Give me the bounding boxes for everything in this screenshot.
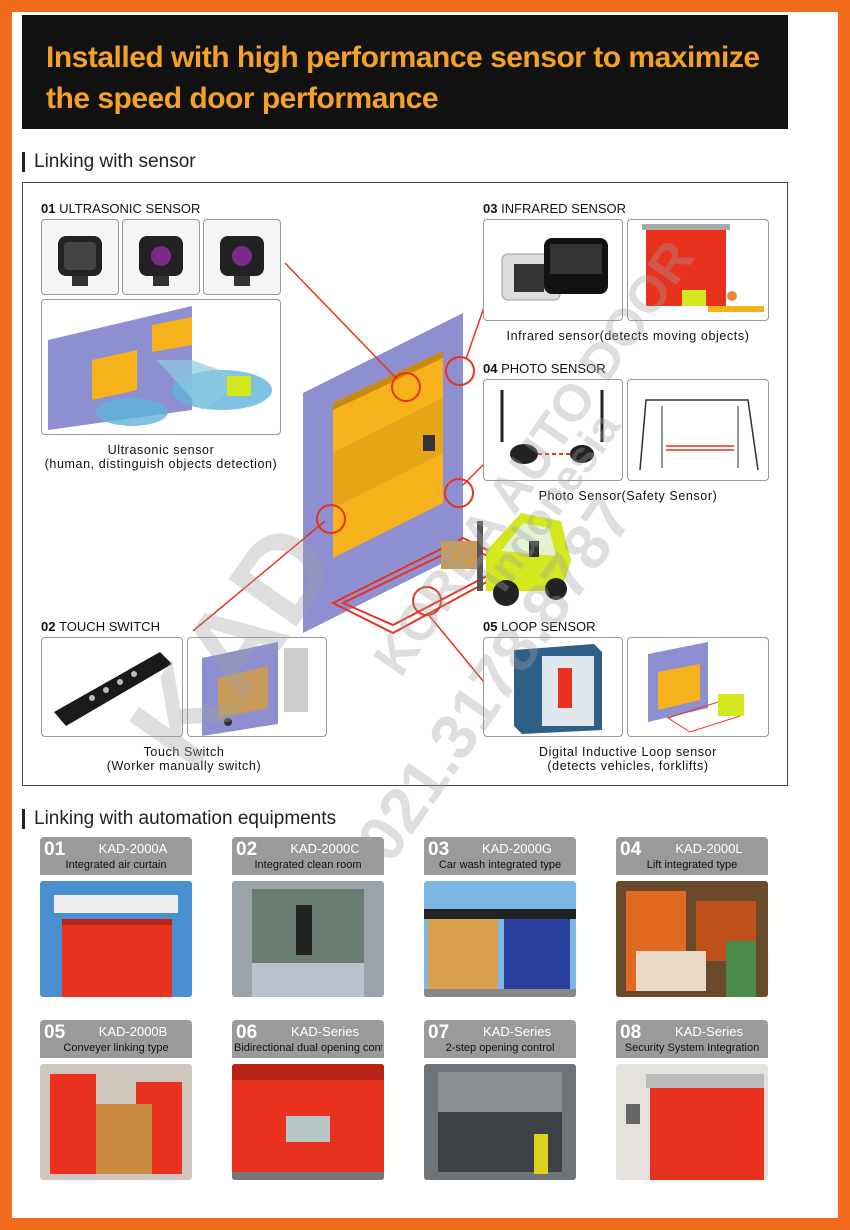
equip-card-02: 02 KAD-2000C Integrated clean room bbox=[232, 837, 384, 997]
ultrasonic-sensor-photo-2 bbox=[122, 219, 200, 295]
brochure-page: Installed with high performance sensor t… bbox=[12, 12, 838, 1218]
photo-sensor-photo bbox=[483, 379, 623, 481]
sensor-04-label: 04 PHOTO SENSOR bbox=[483, 361, 606, 376]
sensor-05-caption: Digital Inductive Loop sensor(detects ve… bbox=[539, 745, 717, 773]
photo-sensor-scene bbox=[627, 379, 769, 481]
equip-card-07: 07 KAD-Series 2-step opening control bbox=[424, 1020, 576, 1180]
equip-photo-03 bbox=[424, 881, 576, 997]
section-title-automation: Linking with automation equipments bbox=[22, 809, 336, 829]
sensor-02-caption: Touch Switch(Worker manually switch) bbox=[106, 745, 262, 773]
ultrasonic-sensor-photo-1 bbox=[41, 219, 119, 295]
equip-card-04: 04 KAD-2000L Lift integrated type bbox=[616, 837, 768, 997]
sensor-04-caption: Photo Sensor(Safety Sensor) bbox=[538, 489, 718, 503]
equip-photo-08 bbox=[616, 1064, 768, 1180]
infrared-sensor-scene bbox=[627, 219, 769, 321]
equip-card-06: 06 KAD-Series Bidirectional dual opening… bbox=[232, 1020, 384, 1180]
forklift-illustration bbox=[441, 513, 571, 606]
equip-card-03: 03 KAD-2000G Car wash integrated type bbox=[424, 837, 576, 997]
sensor-diagram: 01 ULTRASONIC SENSOR Ultrasonic sensor(h… bbox=[22, 182, 788, 786]
equip-photo-07 bbox=[424, 1064, 576, 1180]
sensor-03-caption: Infrared sensor(detects moving objects) bbox=[506, 329, 750, 343]
equip-photo-05 bbox=[40, 1064, 192, 1180]
ultrasonic-sensor-photo-3 bbox=[203, 219, 281, 295]
infrared-sensor-photo bbox=[483, 219, 623, 321]
equip-photo-02 bbox=[232, 881, 384, 997]
equip-card-08: 08 KAD-Series Security System Integratio… bbox=[616, 1020, 768, 1180]
equip-card-05: 05 KAD-2000B Conveyer linking type bbox=[40, 1020, 192, 1180]
header-title-line-1: Installed with high performance sensor t… bbox=[46, 41, 760, 74]
sensor-02-label: 02 TOUCH SWITCH bbox=[41, 619, 160, 634]
section-title-sensor: Linking with sensor bbox=[22, 152, 196, 172]
equip-photo-06 bbox=[232, 1064, 384, 1180]
touch-switch-scene bbox=[187, 637, 327, 737]
header-banner: Installed with high performance sensor t… bbox=[22, 15, 788, 129]
ultrasonic-sensor-scene bbox=[41, 299, 281, 435]
sensor-01-label: 01 ULTRASONIC SENSOR bbox=[41, 201, 201, 216]
sensor-05-label: 05 LOOP SENSOR bbox=[483, 619, 596, 634]
sensor-01-caption: Ultrasonic sensor(human, distinguish obj… bbox=[44, 443, 278, 471]
equip-photo-04 bbox=[616, 881, 768, 997]
equip-card-01: 01 KAD-2000A Integrated air curtain bbox=[40, 837, 192, 997]
header-title-line-2: the speed door performance bbox=[46, 82, 439, 115]
loop-sensor-photo bbox=[483, 637, 623, 737]
loop-sensor-scene bbox=[627, 637, 769, 737]
touch-switch-photo bbox=[41, 637, 183, 737]
sensor-03-label: 03 INFRARED SENSOR bbox=[483, 201, 627, 216]
equip-photo-01 bbox=[40, 881, 192, 997]
speed-door-illustration bbox=[303, 313, 521, 635]
